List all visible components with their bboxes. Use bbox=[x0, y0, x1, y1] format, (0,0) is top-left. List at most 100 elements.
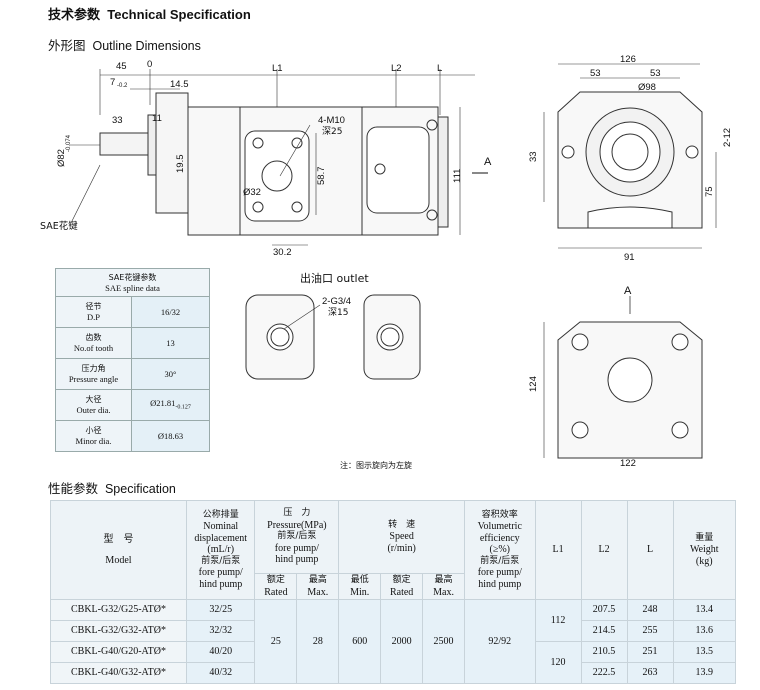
sae-title-cn: SAE花键参数 bbox=[108, 272, 157, 282]
spec-rated-en: Rated bbox=[264, 586, 288, 598]
spec-eff-6: hind pump bbox=[478, 578, 522, 590]
row-weight: 13.9 bbox=[672, 662, 737, 684]
spec-smax-cn: 最高 bbox=[434, 575, 453, 585]
table-row: CBKL-G32/G25-ATØ* 32/25 25 28 600 2000 2… bbox=[50, 599, 737, 684]
shared-srated: 2000 bbox=[380, 599, 424, 684]
spec-col-speed: 转 速 Speed (r/min) bbox=[338, 500, 465, 574]
rotation-note: 注：图示旋向为左旋 bbox=[340, 461, 412, 470]
spec-col-L1: L1 bbox=[534, 500, 582, 600]
dim-58-7: 58.7 bbox=[316, 167, 327, 186]
spec-pressure-4: hind pump bbox=[275, 554, 319, 566]
page-header: 技术参数 Technical Specification bbox=[48, 4, 251, 23]
spec-disp-4: 前泵/后泵 bbox=[201, 555, 241, 566]
sae-row-en: D.P bbox=[87, 312, 100, 322]
row-L2: 207.5 bbox=[580, 599, 628, 621]
dim-53-right: 53 bbox=[650, 68, 661, 79]
spec-col-model: 型 号 Model bbox=[50, 500, 187, 600]
dim-7-tol: -0.2 bbox=[117, 83, 128, 89]
spec-speed-1: Speed bbox=[389, 531, 414, 543]
sae-outer-tol: -0.127 bbox=[175, 404, 191, 411]
dim-14-5: 14.5 bbox=[170, 79, 189, 90]
row-model: CBKL-G40/G32-ATØ* bbox=[50, 662, 187, 684]
spec-srated-en: Rated bbox=[389, 586, 414, 598]
dim-dia98: Ø98 bbox=[638, 82, 656, 93]
dim-11: 11 bbox=[152, 113, 162, 124]
row-L: 263 bbox=[626, 662, 674, 684]
table-row: CBKL-G32/G32-ATØ* 32/32 214.5 255 13.6 bbox=[50, 620, 737, 642]
front-view-drawing: 126 53 53 Ø98 2-12 33 75 91 bbox=[528, 54, 733, 262]
spec-col-disp: 公称排量 Nominal displacement (mL/r) 前泵/后泵 f… bbox=[185, 500, 256, 600]
row-weight: 13.6 bbox=[672, 620, 737, 642]
spec-weight-0: 重量 bbox=[695, 532, 714, 543]
header-en: Technical Specification bbox=[107, 7, 251, 22]
spec-disp-2: displacement bbox=[194, 532, 248, 544]
outline-heading: 外形图 Outline Dimensions bbox=[48, 35, 201, 54]
row-model: CBKL-G40/G20-ATØ* bbox=[50, 641, 187, 663]
outlet-thread: 2-G3/4 bbox=[322, 296, 351, 307]
dim-53-left: 53 bbox=[590, 68, 601, 79]
spec-col-eff: 容积效率 Volumetric efficiency (≥%) 前泵/后泵 fo… bbox=[464, 500, 536, 600]
outlet-drawing: 2-G3/4 深15 bbox=[245, 294, 421, 380]
shared-max: 28 bbox=[296, 599, 340, 684]
row-disp: 40/32 bbox=[185, 662, 256, 684]
sae-row-value: 13 bbox=[131, 327, 210, 359]
spec-max-en: Max. bbox=[307, 586, 329, 598]
dim-33-front: 33 bbox=[528, 151, 539, 162]
spec-table: 型 号 Model 公称排量 Nominal displacement (mL/… bbox=[50, 500, 737, 684]
spec-srated-cn: 额定 bbox=[392, 575, 411, 585]
sae-row-en: Minor dia. bbox=[75, 436, 112, 446]
spec-eff-5: fore pump/ bbox=[477, 567, 522, 579]
spec-rated-cn: 额定 bbox=[266, 575, 285, 585]
dim-19-5: 19.5 bbox=[175, 155, 186, 174]
spec-weight-1: Weight bbox=[689, 544, 719, 556]
sae-row-cn: 压力角 bbox=[81, 364, 106, 373]
spec-speed-2: (r/min) bbox=[387, 542, 416, 554]
sae-row-value: 30° bbox=[131, 358, 210, 390]
shared-smax: 2500 bbox=[422, 599, 465, 684]
row-weight: 13.5 bbox=[672, 641, 737, 663]
spec-col-L2: L2 bbox=[580, 500, 628, 600]
dim-111: 111 bbox=[452, 169, 463, 183]
bottom-view-A: A bbox=[624, 285, 632, 297]
dim-7: 7 bbox=[110, 77, 115, 88]
spec-speed-0: 转 速 bbox=[388, 519, 416, 530]
bottom-view-drawing: A 124 122 bbox=[528, 285, 703, 469]
spec-pressure-1: Pressure(MPa) bbox=[267, 519, 327, 531]
spec-disp-0: 公称排量 bbox=[202, 509, 239, 520]
dim-2-12: 2-12 bbox=[722, 128, 733, 147]
spec-eff-0: 容积效率 bbox=[481, 509, 518, 520]
sae-outer-dia: Ø21.81 bbox=[150, 397, 176, 408]
sae-row-en: No.of tooth bbox=[73, 343, 114, 353]
outlet-deep: 深15 bbox=[328, 307, 348, 318]
shared-L1-a: 112 bbox=[534, 599, 582, 642]
dim-deep25: 深25 bbox=[322, 126, 342, 137]
sae-row-en: Pressure angle bbox=[68, 374, 119, 384]
sae-row-value: 16/32 bbox=[131, 296, 210, 328]
dim-dia32: Ø32 bbox=[243, 187, 261, 198]
sae-row-cn: 齿数 bbox=[85, 333, 102, 342]
row-disp: 32/32 bbox=[185, 620, 256, 642]
spec-heading: 性能参数 Specification bbox=[48, 478, 176, 497]
row-L2: 222.5 bbox=[580, 662, 628, 684]
sae-title-en: SAE spline data bbox=[105, 282, 160, 293]
spec-eff-4: 前泵/后泵 bbox=[480, 555, 520, 566]
sae-row-en: Outer dia. bbox=[76, 405, 111, 415]
row-L: 255 bbox=[626, 620, 674, 642]
dim-L: L bbox=[437, 63, 442, 74]
row-model: CBKL-G32/G32-ATØ* bbox=[50, 620, 187, 642]
dim-dia82: Ø82 bbox=[56, 149, 67, 167]
spec-disp-1: Nominal bbox=[203, 521, 239, 533]
spec-disp-3: (mL/r) bbox=[207, 544, 235, 556]
row-disp: 40/20 bbox=[185, 641, 256, 663]
spec-eff-1: Volumetric bbox=[477, 521, 522, 533]
outline-cn: 外形图 bbox=[48, 38, 86, 53]
spec-min-en: Min. bbox=[350, 586, 370, 598]
sae-table-title: SAE花键参数 SAE spline data bbox=[55, 268, 210, 297]
